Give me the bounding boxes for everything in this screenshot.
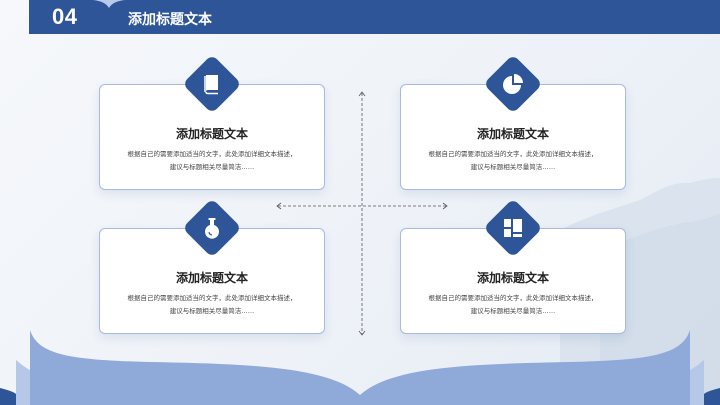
card-description: 根据自己的需要添加适当的文字，此处添加详细文本描述， 建议与标题相关尽量简洁…… xyxy=(407,292,619,318)
card-title: 添加标题文本 xyxy=(476,271,549,285)
layout-icon xyxy=(504,219,522,237)
flask-icon xyxy=(205,218,219,239)
pie-chart-icon xyxy=(503,74,523,94)
card-title: 添加标题文本 xyxy=(175,271,248,285)
card-2-icon-badge xyxy=(483,54,543,114)
card-3-icon-badge xyxy=(182,198,242,258)
card-title: 添加标题文本 xyxy=(476,127,549,141)
card-1-icon-badge xyxy=(182,54,242,114)
card-desc-line: 建议与标题相关尽量简洁…… xyxy=(169,163,255,171)
card-4-icon-badge xyxy=(483,198,543,258)
card-description: 根据自己的需要添加适当的文字，此处添加详细文本描述， 建议与标题相关尽量简洁…… xyxy=(106,148,318,174)
header-bar xyxy=(29,0,720,34)
section-number: 04 xyxy=(52,4,78,29)
card-desc-line: 根据自己的需要添加适当的文字，此处添加详细文本描述， xyxy=(127,294,297,302)
card-description: 根据自己的需要添加适当的文字，此处添加详细文本描述， 建议与标题相关尽量简洁…… xyxy=(407,148,619,174)
page-title: 添加标题文本 xyxy=(128,12,212,28)
bottom-book-decoration xyxy=(0,330,720,405)
card-title: 添加标题文本 xyxy=(175,127,248,141)
header-chevron-decoration xyxy=(93,0,125,8)
info-card-1: 添加标题文本 根据自己的需要添加适当的文字，此处添加详细文本描述， 建议与标题相… xyxy=(99,84,325,190)
card-desc-line: 根据自己的需要添加适当的文字，此处添加详细文本描述， xyxy=(428,294,598,302)
card-desc-line: 根据自己的需要添加适当的文字，此处添加详细文本描述， xyxy=(127,150,297,158)
card-description: 根据自己的需要添加适当的文字，此处添加详细文本描述， 建议与标题相关尽量简洁…… xyxy=(106,292,318,318)
card-desc-line: 根据自己的需要添加适当的文字，此处添加详细文本描述， xyxy=(428,150,598,158)
card-desc-line: 建议与标题相关尽量简洁…… xyxy=(470,307,556,315)
book-icon xyxy=(204,75,218,95)
card-desc-line: 建议与标题相关尽量简洁…… xyxy=(470,163,556,171)
card-desc-line: 建议与标题相关尽量简洁…… xyxy=(169,307,255,315)
